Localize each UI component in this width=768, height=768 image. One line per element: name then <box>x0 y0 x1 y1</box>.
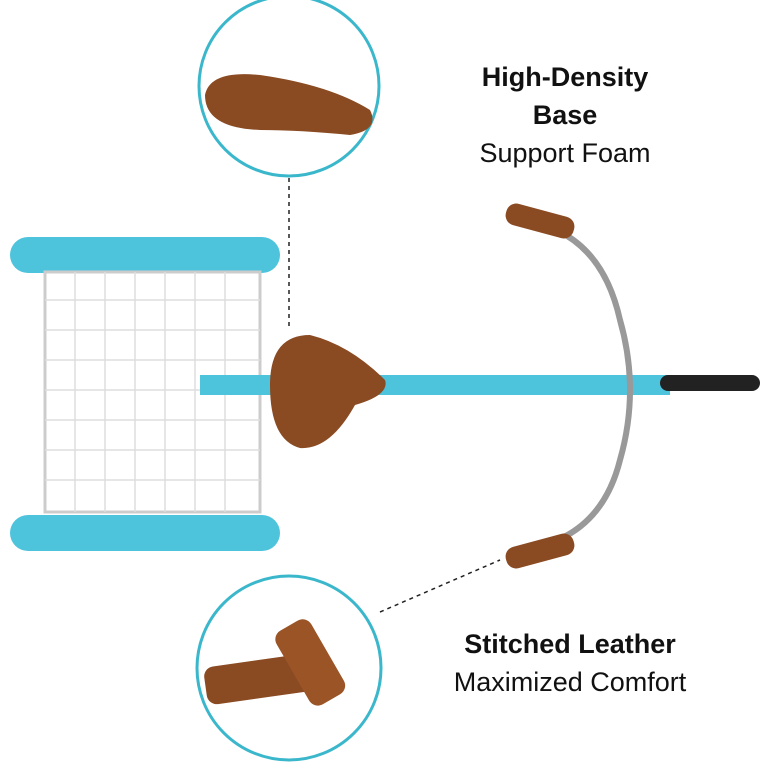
rear-axle-top <box>10 237 280 273</box>
seat-callout-title: High-Density Base <box>481 62 649 130</box>
grip-callout: Stitched Leather Maximized Comfort <box>440 625 700 701</box>
seat-detail-image <box>205 74 373 135</box>
saddle <box>270 335 386 449</box>
seat-callout-subtitle: Support Foam <box>479 138 651 168</box>
rear-axle-bottom <box>10 515 280 551</box>
grip-detail-image <box>204 653 316 705</box>
grip-callout-title: Stitched Leather <box>464 629 676 659</box>
seat-callout: High-Density Base Support Foam <box>450 58 680 172</box>
front-tire <box>660 375 760 391</box>
grip-bottom <box>505 533 575 569</box>
grip-callout-subtitle: Maximized Comfort <box>453 667 687 697</box>
handlebar <box>519 217 633 553</box>
grip-top <box>505 203 575 239</box>
